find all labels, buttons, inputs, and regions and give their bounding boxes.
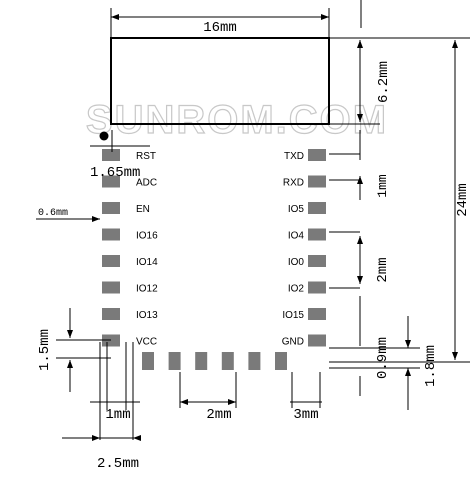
dim-corner-offset-label: 1.5mm [37, 329, 53, 371]
dimension-lines [36, 0, 470, 440]
dim-bottom-3mm-label: 3mm [293, 407, 318, 423]
bottom-pad [168, 352, 181, 370]
left-pad [102, 255, 120, 267]
right-pin-label: GND [282, 337, 304, 348]
dim-pin-spacing-right-label: 2mm [375, 257, 391, 282]
left-pin-label: IO14 [136, 257, 158, 268]
left-pin-label: ADC [136, 178, 157, 189]
pin1-marker [99, 131, 109, 141]
dim-bottom-2mm-label: 2mm [206, 407, 231, 423]
left-pin-label: EN [136, 204, 150, 215]
right-pin-label: IO0 [288, 257, 305, 268]
left-pin-label: IO12 [136, 284, 158, 295]
bottom-pad [221, 352, 234, 370]
left-pad [102, 228, 120, 241]
left-pad [102, 308, 120, 320]
dim-total-height-label: 24mm [455, 183, 471, 217]
left-pad [102, 281, 120, 294]
right-pin-label: IO2 [288, 284, 305, 295]
right-pin-label: IO15 [282, 310, 304, 321]
right-pad [308, 334, 326, 347]
dim-pitch-left-label: 1.65mm [90, 165, 140, 181]
bottom-pads [142, 352, 287, 370]
right-pad [308, 255, 326, 267]
antenna-area [110, 37, 330, 125]
right-pad [308, 281, 326, 294]
dim-bottom-offset-label: 2.5mm [97, 456, 139, 472]
left-pin-label: IO16 [136, 231, 158, 242]
right-pad [308, 308, 326, 320]
right-pin-label: TXD [284, 151, 304, 162]
left-pin-label: VCC [136, 337, 157, 348]
dim-pad-width-label: 0.6mm [38, 208, 68, 219]
dim-width-label: 16mm [203, 20, 237, 36]
right-pad [308, 149, 326, 161]
left-pads [102, 149, 120, 347]
dim-bottom-1mm-label: 1mm [105, 407, 130, 423]
bottom-pad [275, 352, 287, 370]
dim-bottom-margin-label: 1.8mm [423, 345, 439, 387]
bottom-pad [142, 352, 154, 370]
dim-pad-size-label: 0.9mm [375, 337, 391, 379]
left-pad [102, 175, 120, 188]
left-pin-label: IO13 [136, 310, 158, 321]
dim-pin-pitch-right-label: 1mm [375, 174, 390, 198]
module-outline [110, 37, 330, 125]
dim-antenna-height-label: 6.2mm [376, 61, 392, 103]
right-pin-label: IO4 [288, 231, 305, 242]
right-pad [308, 175, 326, 188]
right-pad [308, 228, 326, 241]
bottom-pad [195, 352, 208, 370]
bottom-pad [248, 352, 261, 370]
left-pin-label: RST [136, 151, 156, 162]
left-pad [102, 202, 120, 214]
left-pad [102, 149, 120, 161]
right-pin-label: IO5 [288, 204, 305, 215]
arrowheads [67, 14, 458, 441]
right-pad [308, 202, 326, 214]
right-pin-label: RXD [283, 178, 304, 189]
watermark: SUNROM.COM [86, 98, 388, 142]
right-pads [308, 149, 326, 347]
